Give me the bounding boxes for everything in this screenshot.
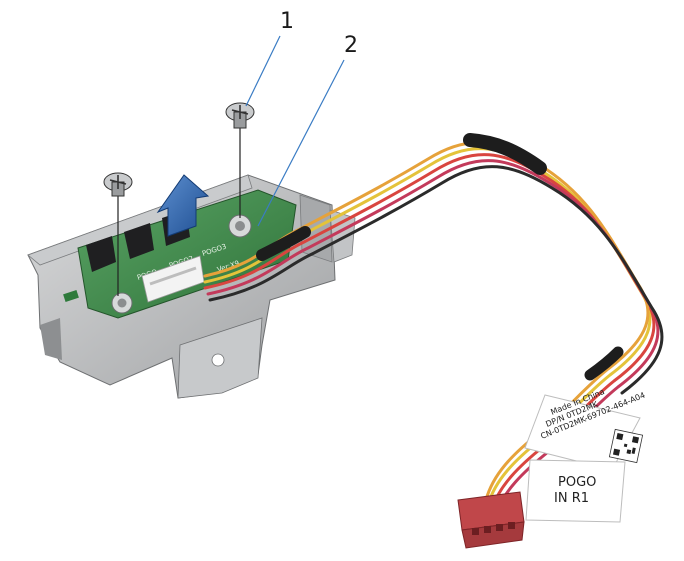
- callout-1-leader: [245, 35, 281, 107]
- pcb-screw-hole-left: [111, 292, 133, 314]
- pogo-cable-tag: POGO IN R1: [525, 459, 626, 523]
- callout-1-number: 1: [280, 9, 294, 34]
- cable-sleeve-near: [256, 226, 311, 261]
- callout-2: 2: [257, 33, 358, 227]
- screw-left: [103, 172, 133, 296]
- cable-sleeve: [463, 133, 547, 175]
- cable-sleeve-end: [584, 346, 624, 381]
- callout-2-number: 2: [344, 33, 358, 58]
- cable-label: Made In China DP/N 0TD2MK CN-0TD2MK-6970…: [524, 387, 646, 471]
- screw-right: [225, 102, 255, 218]
- pogo-tag-line-2: IN R1: [554, 491, 589, 506]
- red-cable-connector: [457, 491, 525, 549]
- pcb-screw-hole-right: [228, 214, 252, 238]
- pogo-tag-line-1: POGO: [558, 475, 596, 490]
- callout-2-leader: [257, 59, 345, 227]
- callout-1: 1: [245, 9, 294, 107]
- lift-arrow-icon: [156, 174, 210, 237]
- qr-code-icon: [608, 428, 644, 464]
